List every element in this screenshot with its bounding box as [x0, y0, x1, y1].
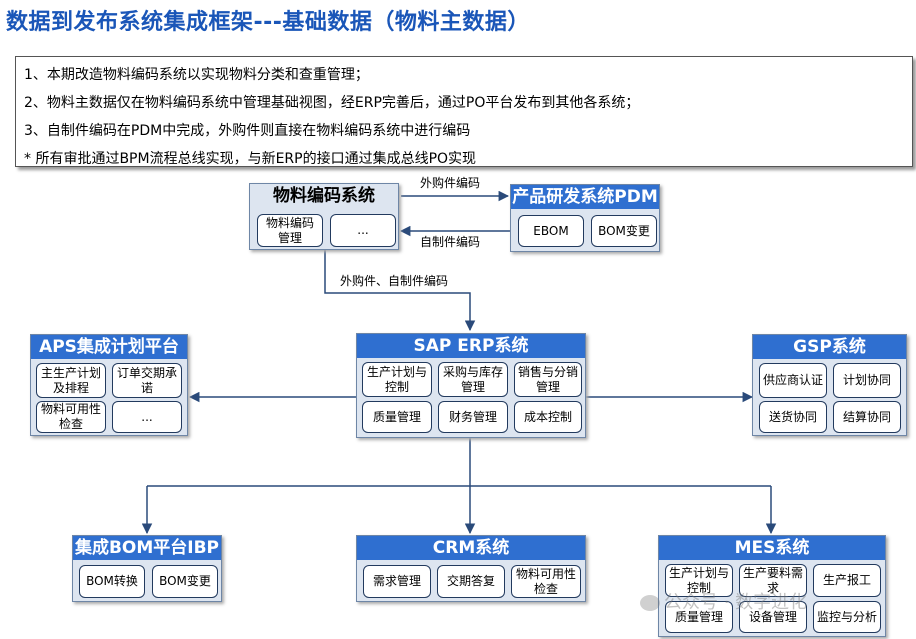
module-ibp-bom-convert: BOM转换: [79, 565, 145, 598]
module-crm-delivery-reply: 交期答复: [437, 565, 505, 598]
material-code-system: 物料编码系统 物料编码管理 ...: [249, 183, 399, 250]
note-1: 1、本期改造物料编码系统以实现物料分类和查重管理；: [24, 67, 369, 83]
mes-system-title: MES系统: [659, 536, 885, 560]
module-aps-availability-check: 物料可用性检查: [36, 401, 106, 433]
pdm-system: 产品研发系统PDM EBOM BOM变更: [510, 184, 660, 252]
ibp-system-title: 集成BOM平台IBP: [73, 536, 221, 560]
module-mes-production-report: 生产报工: [813, 564, 881, 597]
module-crm-demand: 需求管理: [363, 565, 431, 598]
gsp-system: GSP系统 供应商认证 计划协同 送货协同 结算协同: [752, 334, 907, 436]
aps-system: APS集成计划平台 主生产计划及排程 订单交期承诺 物料可用性检查 ...: [30, 334, 188, 436]
module-gsp-settlement-collab: 结算协同: [833, 401, 901, 433]
link-label-selfmade: 自制件编码: [420, 235, 481, 249]
sap-erp-system: SAP ERP系统 生产计划与控制 采购与库存管理 销售与分销管理 质量管理 财…: [356, 333, 586, 438]
link-label-both: 外购件、自制件编码: [340, 274, 449, 288]
page-title: 数据到发布系统集成框架---基础数据（物料主数据）: [6, 10, 530, 35]
module-erp-sales-distribution: 销售与分销管理: [514, 362, 582, 397]
module-erp-purchasing-inventory: 采购与库存管理: [438, 362, 508, 397]
note-2: 2、物料主数据仅在物料编码系统中管理基础视图，经ERP完善后，通过PO平台发布到…: [24, 95, 640, 111]
watermark-text: 公众号 · 数字进化: [664, 592, 808, 613]
wechat-icon: [640, 595, 660, 611]
module-gsp-plan-collab: 计划协同: [833, 363, 901, 398]
module-gsp-delivery-collab: 送货协同: [759, 401, 827, 433]
module-mes-production-planning: 生产计划与控制: [665, 564, 733, 597]
gsp-system-title: GSP系统: [753, 335, 906, 359]
crm-system-title: CRM系统: [357, 536, 585, 560]
module-aps-master-schedule: 主生产计划及排程: [36, 363, 106, 398]
module-pdm-bom-change: BOM变更: [591, 215, 657, 247]
notes-box: 1、本期改造物料编码系统以实现物料分类和查重管理； 2、物料主数据仅在物料编码系…: [15, 56, 913, 167]
watermark: 公众号 · 数字进化: [640, 588, 807, 614]
module-ebom: EBOM: [518, 215, 584, 247]
module-aps-more: ...: [112, 401, 182, 433]
note-4: * 所有审批通过BPM流程总线实现，与新ERP的接口通过集成总线PO实现: [24, 151, 477, 167]
module-erp-production-planning: 生产计划与控制: [362, 362, 432, 397]
module-material-code-mgmt: 物料编码管理: [257, 214, 323, 247]
module-mcode-more: ...: [330, 214, 396, 247]
link-label-outsourced: 外购件编码: [420, 176, 481, 190]
material-code-system-title: 物料编码系统: [273, 186, 375, 206]
aps-system-title: APS集成计划平台: [31, 335, 187, 359]
module-mes-monitoring: 监控与分析: [813, 601, 881, 633]
module-crm-availability-check: 物料可用性检查: [511, 565, 581, 598]
module-erp-cost-control: 成本控制: [514, 401, 582, 433]
sap-erp-system-title: SAP ERP系统: [357, 334, 585, 358]
mes-system: MES系统 生产计划与控制 生产要料需求 生产报工 质量管理 设备管理 监控与分…: [658, 535, 886, 637]
module-erp-quality: 质量管理: [362, 401, 432, 433]
note-3: 3、自制件编码在PDM中完成，外购件则直接在物料编码系统中进行编码: [24, 123, 471, 139]
module-aps-order-promise: 订单交期承诺: [112, 363, 182, 398]
crm-system: CRM系统 需求管理 交期答复 物料可用性检查: [356, 535, 586, 602]
ibp-system: 集成BOM平台IBP BOM转换 BOM变更: [72, 535, 222, 602]
module-mes-equipment: 设备管理: [739, 601, 807, 633]
arrow-mcode-to-erp: [324, 250, 476, 332]
module-erp-finance: 财务管理: [438, 401, 508, 433]
pdm-system-title: 产品研发系统PDM: [511, 185, 659, 209]
module-mes-material-demand: 生产要料需求: [739, 564, 807, 597]
module-ibp-bom-change: BOM变更: [152, 565, 218, 598]
module-gsp-supplier-cert: 供应商认证: [759, 363, 827, 398]
module-mes-quality: 质量管理: [665, 601, 733, 633]
